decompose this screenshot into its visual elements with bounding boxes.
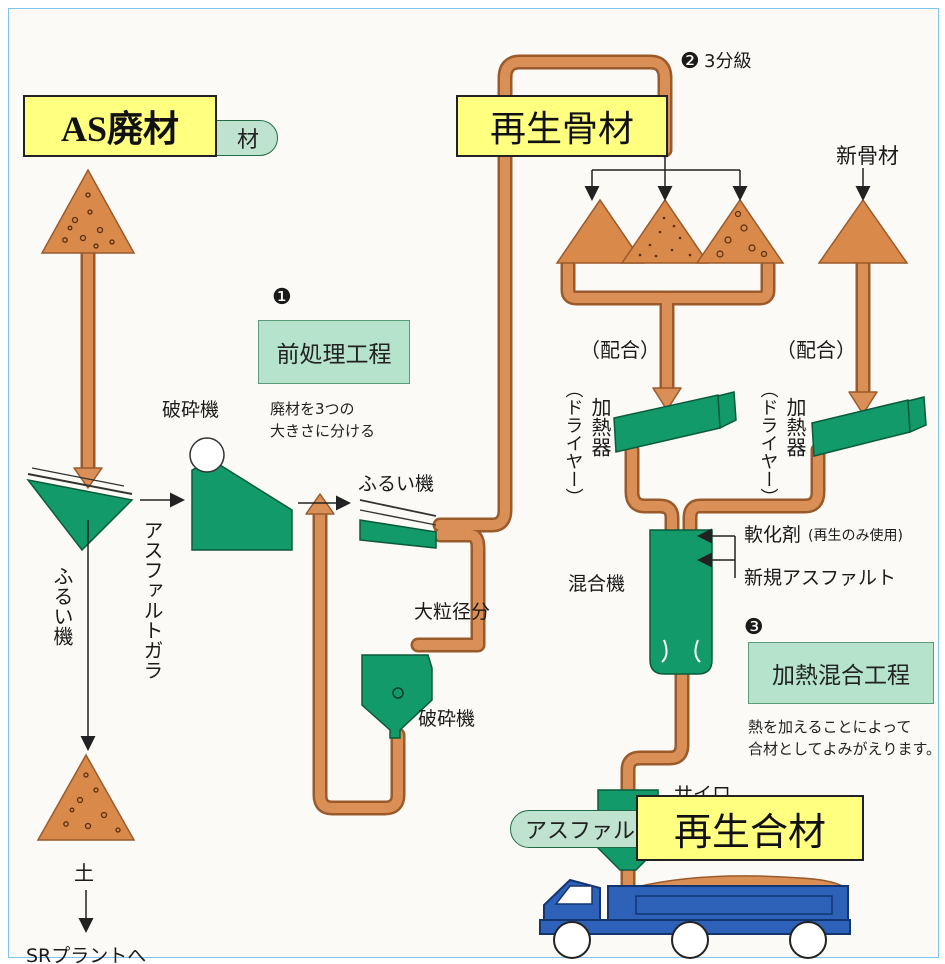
classification-label: 3分級: [704, 51, 751, 72]
crusher-bottom-label: 破砕機: [418, 708, 475, 730]
mixer-machine: [649, 529, 713, 675]
softener-label: 軟化剤: [744, 524, 801, 546]
mixer-label: 混合機: [568, 573, 625, 595]
soil-label: 土: [74, 861, 94, 885]
step3-note: 熱を加えることによって 合材としてよみがえります。: [748, 718, 942, 758]
sieve-machine-left: [26, 467, 134, 552]
truck-icon: [539, 875, 851, 959]
aggregate-pile-fine: [555, 198, 645, 264]
dryer-right-label: （ドライヤー）: [758, 380, 779, 506]
recycled-mix-overlay: 再生合材: [636, 795, 864, 861]
step3-title-box: 加熱混合工程: [748, 642, 934, 704]
large-particles-label: 大粒径分: [414, 601, 490, 623]
step3-marker-icon: ❸: [744, 615, 764, 640]
blend-right-label: （配合）: [776, 338, 856, 362]
step1-note: 廃材を3つの 大きさに分ける: [270, 400, 376, 440]
step2-marker-icon: ❷: [680, 49, 700, 74]
new-aggregate-pile: [817, 198, 909, 264]
dryer-heater-left: [613, 391, 737, 453]
step1-title-box: 前処理工程: [258, 320, 410, 384]
heater-right-label: 加熱器: [783, 397, 807, 457]
new-asphalt-label: 新規アスファルト: [744, 567, 896, 589]
softener-note: (再生のみ使用): [808, 527, 903, 544]
step1-marker-icon: ❶: [272, 285, 292, 310]
flow-arrows: [78, 150, 871, 933]
new-aggregate-label: 新骨材: [836, 144, 899, 168]
heater-left-label: 加熱器: [588, 397, 612, 457]
asphalt-rubble-label: アスファルトガラ: [140, 520, 164, 680]
sieve-left-label: ふるい機: [50, 566, 74, 646]
dryer-heater-right: [811, 396, 927, 457]
blend-left-label: （配合）: [580, 338, 660, 362]
sieve-machine-right: [359, 499, 437, 549]
recycled-aggregate-overlay: 再生骨材: [456, 95, 668, 157]
as-waste-overlay: AS廃材: [23, 95, 217, 157]
crusher-machine-bottom: [361, 654, 433, 739]
dryer-left-label: （ドライヤー）: [563, 380, 584, 506]
sr-plant-label: SRプラントへ: [26, 945, 146, 964]
sieve-right-label: ふるい機: [358, 473, 434, 495]
soil-pile: [36, 753, 136, 841]
aggregate-pile-coarse: [695, 198, 785, 264]
crusher-machine-top: [189, 437, 293, 551]
pipe-arrow-icon: [305, 493, 335, 515]
crusher-top-label: 破砕機: [162, 399, 219, 421]
pipes: [73, 54, 878, 913]
asphalt-mix-tag: アスファル: [510, 810, 660, 848]
pipe-arrow-icon: [848, 391, 878, 415]
aggregate-pile-medium: [620, 198, 710, 264]
aggregate-pile-left-top: [40, 168, 136, 254]
pipe-arrow-icon: [652, 387, 682, 411]
